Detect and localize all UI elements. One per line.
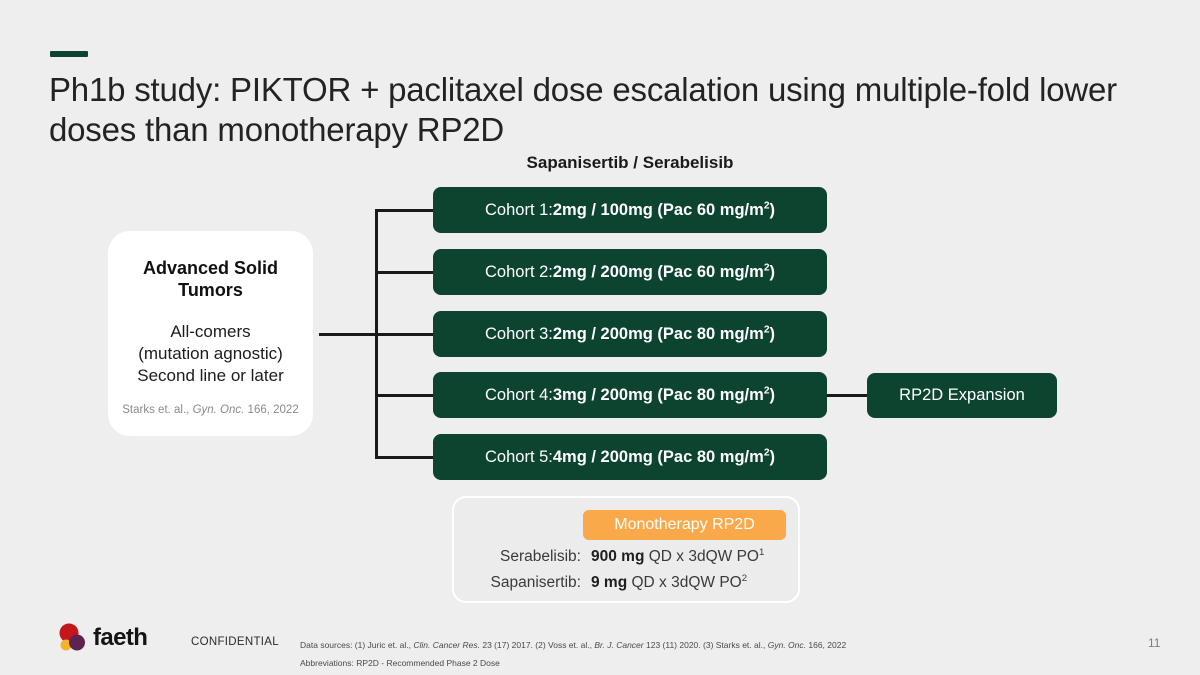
population-criteria: All-comers (mutation agnostic) Second li… [118, 321, 303, 387]
cohort-dose-1: 2mg / 100mg (Pac 60 mg/m2) [552, 200, 775, 219]
connector-branch-1 [375, 209, 435, 212]
cohort-label-3: Cohort 3: [485, 324, 553, 343]
connector-branch-5 [375, 456, 435, 459]
cohort-dose-3: 2mg / 200mg (Pac 80 mg/m2) [552, 324, 775, 343]
citation-journal: Gyn. Onc. [192, 404, 245, 416]
population-box: Advanced Solid Tumors All-comers (mutati… [108, 231, 313, 436]
cohort-dose-2: 2mg / 200mg (Pac 60 mg/m2) [552, 262, 775, 281]
cohort-dose-5: 4mg / 200mg (Pac 80 mg/m2) [552, 447, 775, 466]
footnote-abbreviations: Abbreviations: RP2D - Recommended Phase … [300, 658, 500, 668]
connector-branch-3 [375, 333, 435, 336]
cohort-sup-2: 2 [763, 262, 770, 273]
cohort-bar-4[interactable]: Cohort 4: 3mg / 200mg (Pac 80 mg/m2) [433, 372, 827, 418]
cohort-sup-3: 2 [763, 324, 770, 335]
footnote-sources: Data sources: (1) Juric et. al., Clin. C… [300, 640, 847, 650]
citation-prefix: Starks et. al., [122, 404, 193, 416]
monotherapy-drug-2: Sapanisertib: [490, 574, 581, 591]
cohort-label-5: Cohort 5: [485, 447, 553, 466]
monotherapy-row-sapanisertib: Sapanisertib: 9 mg QD x 3dQW PO2 [454, 574, 798, 592]
rp2d-expansion-box[interactable]: RP2D Expansion [867, 373, 1057, 418]
accent-dash [50, 51, 88, 57]
cohort-bar-2[interactable]: Cohort 2: 2mg / 200mg (Pac 60 mg/m2) [433, 249, 827, 295]
cohort-bar-1[interactable]: Cohort 1: 2mg / 100mg (Pac 60 mg/m2) [433, 187, 827, 233]
population-citation: Starks et. al., Gyn. Onc. 166, 2022 [118, 404, 303, 416]
citation-suffix: 166, 2022 [244, 404, 299, 416]
faeth-logo-icon [57, 622, 87, 652]
diagram-subtitle: Sapanisertib / Serabelisib [526, 153, 734, 172]
monotherapy-row-serabelisib: Serabelisib: 900 mg QD x 3dQW PO1 [454, 548, 798, 566]
page-title: Ph1b study: PIKTOR + paclitaxel dose esc… [49, 71, 1117, 148]
footnotes: Data sources: (1) Juric et. al., Clin. C… [300, 636, 920, 672]
cohort-label-4: Cohort 4: [485, 385, 553, 404]
monotherapy-sup-1: 1 [758, 546, 765, 558]
monotherapy-dose-1: 900 mg QD x 3dQW PO1 [591, 546, 765, 565]
cohort-bar-3[interactable]: Cohort 3: 2mg / 200mg (Pac 80 mg/m2) [433, 311, 827, 357]
connector-branch-2 [375, 271, 435, 274]
monotherapy-badge: Monotherapy RP2D [583, 510, 786, 540]
cohort-sup-1: 2 [763, 200, 770, 211]
cohort-sup-4: 2 [763, 385, 770, 396]
monotherapy-drug-1: Serabelisib: [500, 548, 581, 565]
connector-expansion [825, 394, 870, 397]
population-line-2: (mutation agnostic) [138, 344, 283, 363]
monotherapy-dose-2: 9 mg QD x 3dQW PO2 [591, 572, 748, 591]
population-line-3: Second line or later [137, 366, 284, 385]
population-line-1: All-comers [170, 322, 251, 341]
cohort-label-2: Cohort 2: [485, 262, 553, 281]
faeth-logo-text: faeth [93, 624, 148, 651]
cohort-label-1: Cohort 1: [485, 200, 553, 219]
page-number: 11 [1148, 636, 1161, 650]
population-title: Advanced Solid Tumors [142, 258, 279, 300]
cohort-dose-4: 3mg / 200mg (Pac 80 mg/m2) [552, 385, 775, 404]
confidential-label: CONFIDENTIAL [191, 636, 279, 648]
cohort-sup-5: 2 [763, 447, 770, 458]
connector-trunk [319, 333, 377, 336]
cohort-bar-5[interactable]: Cohort 5: 4mg / 200mg (Pac 80 mg/m2) [433, 434, 827, 480]
monotherapy-sup-2: 2 [741, 572, 748, 584]
connector-branch-4 [375, 394, 435, 397]
monotherapy-panel: Monotherapy RP2D Serabelisib: 900 mg QD … [452, 496, 800, 603]
